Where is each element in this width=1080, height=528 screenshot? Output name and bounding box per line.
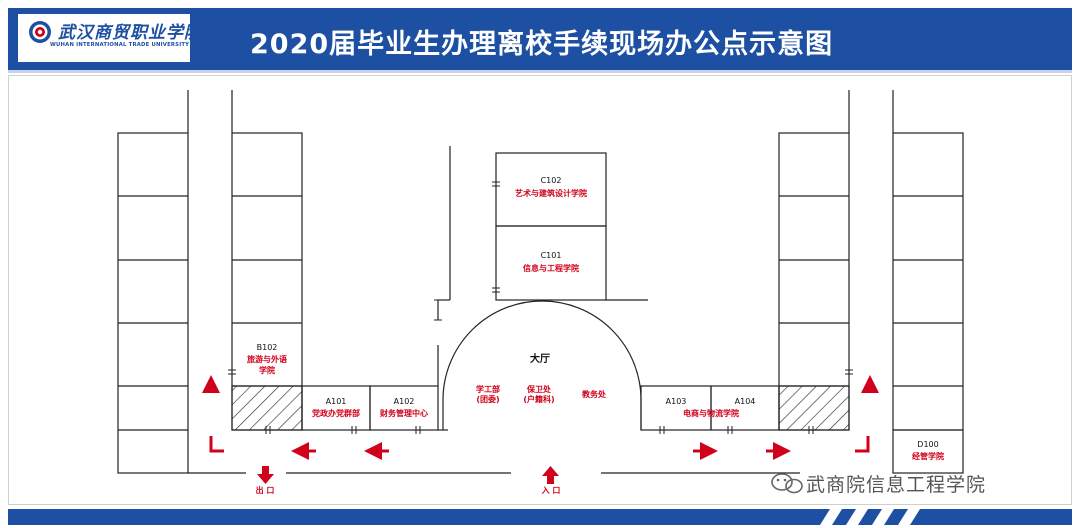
hall-office3: 教务处 — [582, 390, 606, 399]
arrow-corner-left — [209, 436, 224, 453]
room-a104-code: A104 — [734, 397, 756, 406]
room-a103-code: A103 — [665, 397, 687, 406]
hall-title: 大厅 — [530, 354, 550, 365]
entrance-arrow-icon — [542, 466, 559, 484]
stairwell-left — [231, 385, 303, 431]
exit-label: 出 口 — [255, 486, 275, 495]
room-d100-name: 经管学院 — [912, 452, 944, 461]
watermark-text: 武商院信息工程学院 — [806, 474, 987, 496]
room-d100-code: D100 — [917, 440, 939, 449]
room-a102-outline — [369, 385, 439, 431]
page-title: 2020届毕业生办理离校手续现场办公点示意图 — [250, 29, 834, 60]
room-b102-name-line1: 旅游与外语 — [247, 355, 287, 364]
room-c102-code: C102 — [540, 176, 562, 185]
room-c102-name: 艺术与建筑设计学院 — [515, 189, 587, 198]
room-d100-outline — [892, 429, 964, 474]
entrance-label: 入 口 — [541, 486, 561, 495]
room-c101-code: C101 — [540, 251, 562, 260]
hall-office2-line2: (户籍科) — [523, 395, 555, 404]
hall-office2-line1: 保卫处 — [527, 385, 551, 394]
stairwell-right — [778, 385, 850, 431]
room-b102-code: B102 — [256, 343, 278, 352]
left-outer-building — [117, 132, 189, 474]
room-a102-code: A102 — [393, 397, 415, 406]
school-name-cn: 武汉商贸职业学院 — [58, 23, 202, 43]
footer-bar — [8, 509, 1072, 525]
room-c101-name: 信息与工程学院 — [523, 264, 579, 273]
room-a102-name: 财务管理中心 — [380, 409, 428, 418]
exit-arrow-icon — [257, 466, 274, 484]
map-panel — [8, 75, 1072, 505]
room-a101-code: A101 — [325, 397, 347, 406]
room-c101-outline — [495, 225, 607, 301]
room-b102-name-line2: 学院 — [259, 366, 275, 375]
hall-office1-line2: (团委) — [476, 395, 500, 404]
room-a101-name: 党政办党群部 — [312, 409, 360, 418]
school-name-en: WUHAN INTERNATIONAL TRADE UNIVERSITY — [50, 42, 190, 48]
hall-office1-line1: 学工部 — [476, 385, 500, 394]
header-divider — [8, 70, 1072, 73]
arrow-corner-right — [855, 436, 870, 453]
room-a104-name: 电商与物流学院 — [683, 409, 739, 418]
school-emblem-icon — [29, 21, 51, 43]
hall-arch — [442, 300, 642, 430]
